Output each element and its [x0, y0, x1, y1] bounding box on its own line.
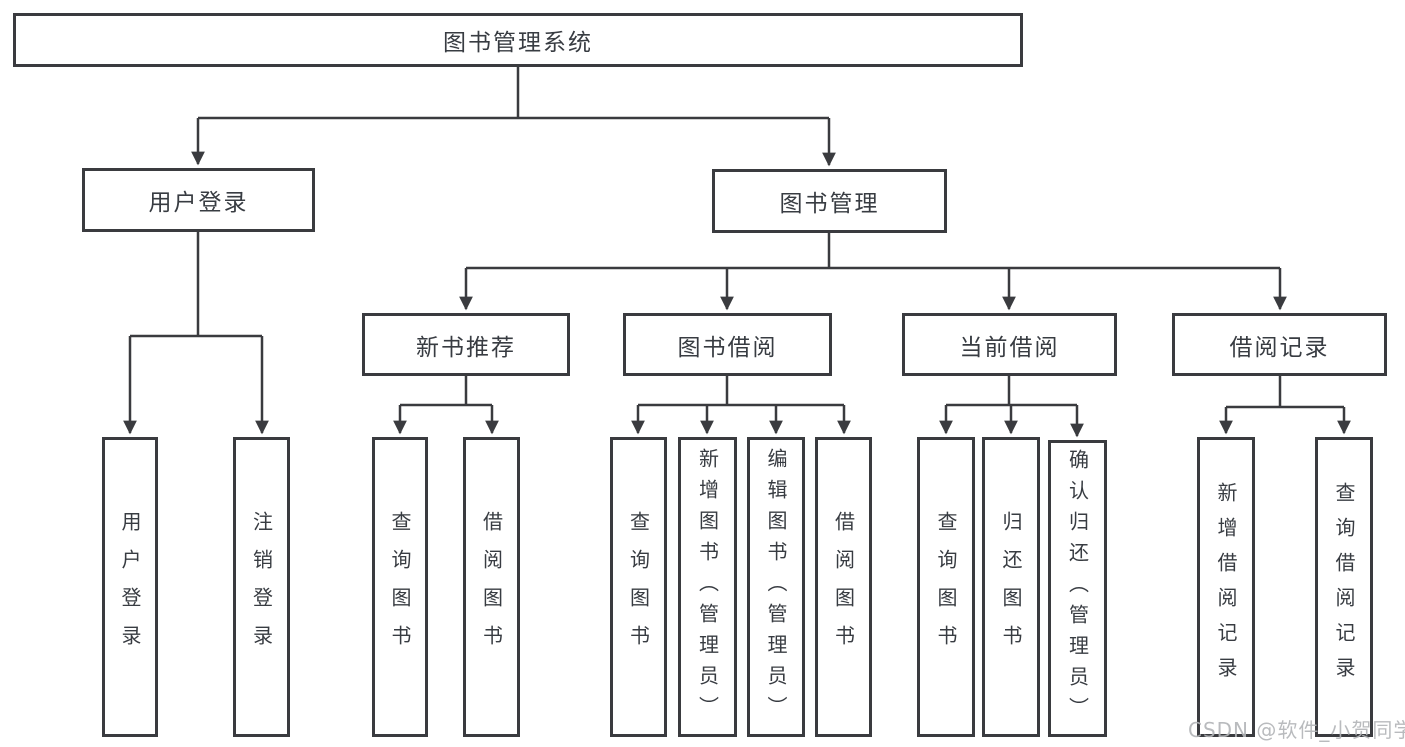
- leaf-borrow-books-label: 借阅图书: [831, 511, 856, 663]
- leaf-add-book-admin: 新增图书（管理员）: [678, 437, 737, 737]
- leaf-user-login: 用户登录: [102, 437, 158, 737]
- leaf-query-books-borrow-label: 查询图书: [626, 511, 651, 663]
- watermark-text: CSDN @软件_小贺同学: [1188, 718, 1405, 742]
- node-book-borrow: 图书借阅: [623, 313, 832, 376]
- leaf-query-books-recommend: 查询图书: [372, 437, 428, 737]
- node-book-management: 图书管理: [712, 169, 947, 233]
- node-book-management-label: 图书管理: [779, 191, 880, 217]
- leaf-return-book: 归还图书: [982, 437, 1040, 737]
- leaf-logout: 注销登录: [233, 437, 290, 737]
- node-borrow-records: 借阅记录: [1172, 313, 1387, 376]
- leaf-query-books-current: 查询图书: [917, 437, 975, 737]
- node-root: 图书管理系统: [13, 13, 1023, 67]
- node-current-borrow: 当前借阅: [902, 313, 1117, 376]
- leaf-add-borrow-record: 新增借阅记录: [1197, 437, 1255, 737]
- leaf-confirm-return-admin-label: 确认归还（管理员）: [1065, 449, 1090, 728]
- leaf-borrow-books: 借阅图书: [815, 437, 872, 737]
- connector-book-borrow-trunk: [638, 376, 844, 407]
- node-current-borrow-label: 当前借阅: [959, 334, 1060, 361]
- leaf-add-book-admin-label: 新增图书（管理员）: [695, 447, 720, 727]
- connector-new-book-trunk: [400, 376, 492, 407]
- leaf-logout-label: 注销登录: [249, 511, 274, 663]
- connector-current-borrow-trunk: [946, 376, 1077, 407]
- node-book-borrow-label: 图书借阅: [677, 334, 778, 361]
- leaf-return-book-label: 归还图书: [999, 511, 1023, 663]
- node-new-book-recommend-label: 新书推荐: [416, 334, 516, 361]
- node-root-label: 图书管理系统: [443, 30, 593, 56]
- leaf-query-books-recommend-label: 查询图书: [388, 511, 412, 663]
- node-user-login-label: 用户登录: [148, 190, 249, 216]
- leaf-confirm-return-admin: 确认归还（管理员）: [1048, 440, 1107, 737]
- leaf-edit-book-admin-label: 编辑图书（管理员）: [764, 447, 788, 727]
- leaf-borrow-books-recommend-label: 借阅图书: [479, 511, 504, 663]
- leaf-query-borrow-record-label: 查询借阅记录: [1332, 482, 1356, 692]
- leaf-user-login-label: 用户登录: [118, 511, 142, 663]
- connector-user-login-trunk: [130, 232, 262, 338]
- leaf-add-borrow-record-label: 新增借阅记录: [1214, 482, 1238, 692]
- node-new-book-recommend: 新书推荐: [362, 313, 570, 376]
- leaf-query-books-borrow: 查询图书: [610, 437, 667, 737]
- connector-book-management-trunk: [466, 233, 1280, 270]
- leaf-query-books-current-label: 查询图书: [934, 511, 958, 663]
- leaf-query-borrow-record: 查询借阅记录: [1315, 437, 1373, 737]
- leaf-edit-book-admin: 编辑图书（管理员）: [747, 437, 805, 737]
- connector-root-trunk: [198, 67, 829, 120]
- connector-borrow-records-trunk: [1226, 376, 1344, 409]
- node-borrow-records-label: 借阅记录: [1229, 334, 1330, 361]
- leaf-borrow-books-recommend: 借阅图书: [463, 437, 520, 737]
- node-user-login: 用户登录: [82, 168, 315, 232]
